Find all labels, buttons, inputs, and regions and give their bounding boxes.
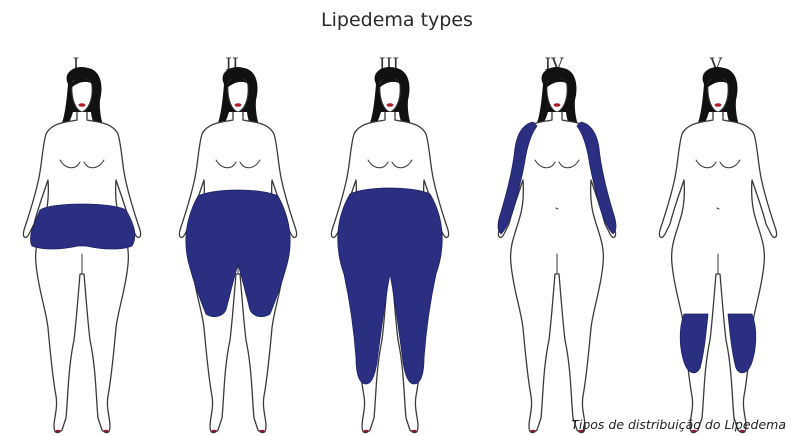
figure-type-iii: III [331,55,448,433]
affected-region [186,190,290,317]
figure-type-ii: II [179,55,296,433]
affected-region [338,188,443,384]
figure-type-i: I [23,55,140,433]
diagram-title: Lipedema types [321,9,473,31]
affected-region [30,204,134,249]
figure-caption: Tipos de distribuição do Lipedema [571,417,786,432]
figure-type-v: V [659,55,776,433]
figure-type-iv: IV [498,55,616,433]
